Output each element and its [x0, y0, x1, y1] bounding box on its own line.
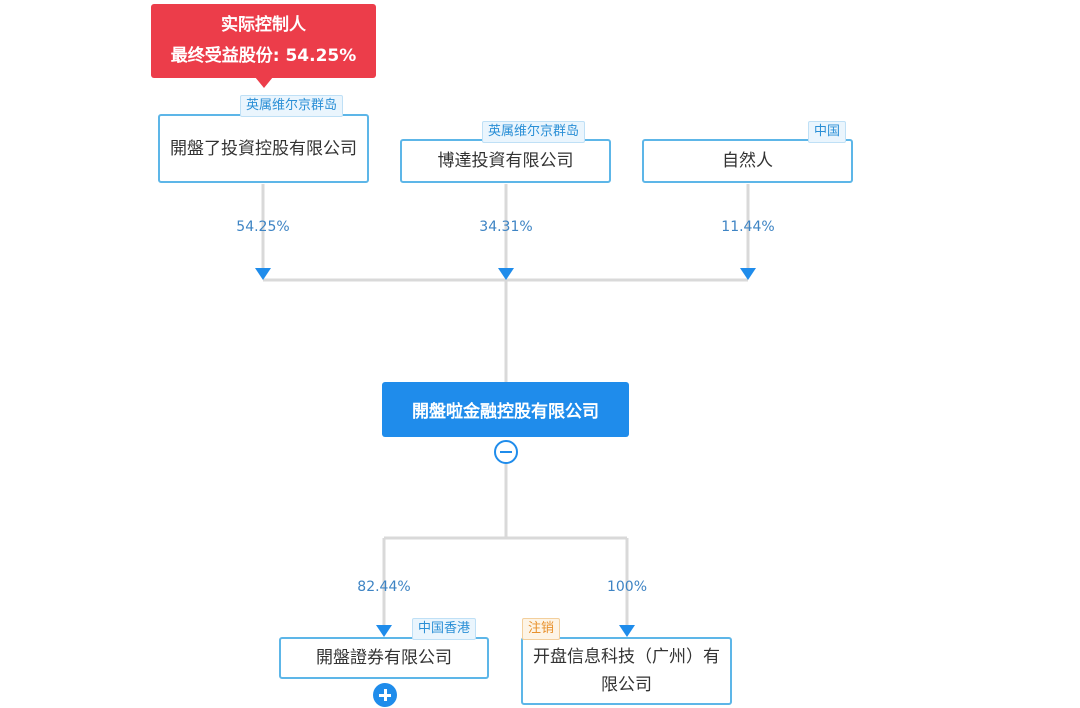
percent-label-4: 82.44%	[357, 579, 411, 595]
minus-circle-icon[interactable]	[494, 440, 518, 464]
arrow-shareholder-3	[740, 268, 756, 280]
arrow-subsidiary-2	[619, 625, 635, 637]
shareholder-name: 博達投資有限公司	[437, 151, 574, 171]
subsidiary-node-2[interactable]: 开盘信息科技（广州）有限公司	[521, 637, 732, 705]
controller-pointer	[255, 77, 273, 88]
shareholder-node-3[interactable]: 自然人	[642, 139, 853, 183]
shareholder-name: 開盤了投資控股有限公司	[170, 138, 357, 159]
status-tag-cancelled: 注销	[522, 618, 561, 640]
percent-label-5: 100%	[606, 579, 648, 595]
subsidiary-name: 开盘信息科技（广州）有限公司	[533, 647, 720, 695]
center-company-node[interactable]: 開盤啦金融控股有限公司	[382, 382, 629, 437]
region-tag-3: 中国	[808, 121, 847, 143]
percent-label-2: 34.31%	[479, 219, 533, 235]
subsidiary-name: 開盤證券有限公司	[316, 648, 452, 668]
actual-controller-badge: 实际控制人 最终受益股份: 54.25%	[151, 4, 376, 78]
shareholder-name: 自然人	[722, 151, 773, 171]
arrow-subsidiary-1	[376, 625, 392, 637]
controller-title: 实际控制人	[221, 15, 306, 35]
region-tag-4: 中国香港	[412, 618, 477, 640]
center-company-name: 開盤啦金融控股有限公司	[412, 402, 599, 422]
percent-label-3: 11.44%	[721, 219, 775, 235]
region-tag-1: 英属维尔京群岛	[240, 95, 344, 117]
arrow-shareholder-1	[255, 268, 271, 280]
region-tag-2: 英属维尔京群岛	[482, 121, 586, 143]
shareholder-node-1[interactable]: 開盤了投資控股有限公司	[158, 114, 369, 183]
shareholder-node-2[interactable]: 博達投資有限公司	[400, 139, 611, 183]
percent-label-1: 54.25%	[236, 219, 290, 235]
subsidiary-node-1[interactable]: 開盤證券有限公司	[279, 637, 489, 679]
controller-share-text: 最终受益股份: 54.25%	[170, 46, 357, 66]
plus-circle-icon[interactable]	[373, 683, 397, 707]
arrow-shareholder-2	[498, 268, 514, 280]
